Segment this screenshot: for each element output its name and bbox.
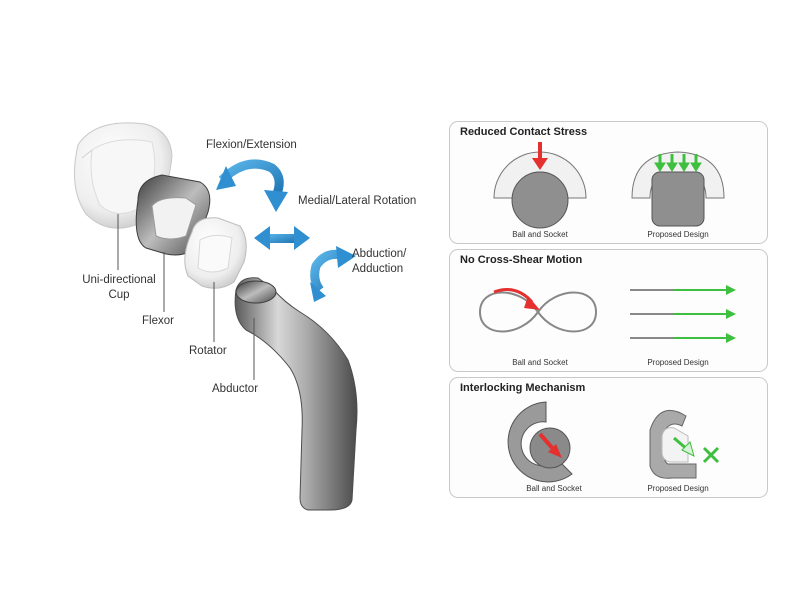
rotator-component [184,217,247,289]
abductor-label: Abductor [212,383,259,395]
cross-shear-diagrams [478,285,736,343]
flexion-arrow [216,159,288,212]
panel-1-left-caption: Ball and Socket [512,230,568,239]
panel-3-title: Interlocking Mechanism [460,382,586,394]
ball-socket-figure-eight [478,288,598,333]
panel-2-left-caption: Ball and Socket [512,358,568,367]
abduction-label-line2: Adduction [352,263,404,275]
ball-socket-dislocation-diagram [507,401,573,483]
panel-interlocking-mechanism: Interlocking Mechanism Ball and Socket P… [449,377,768,498]
panel-reduced-contact-stress: Reduced Contact Stress Ball and Socket P… [449,121,768,244]
abduction-label-line1: Abduction/ [352,248,407,260]
ball-socket-stress-diagram [493,142,587,229]
panel-1-right-caption: Proposed Design [647,230,709,239]
interlocking-diagrams [507,401,720,483]
cup-label-line2: Cup [108,289,130,301]
femoral-stem [234,277,358,511]
contact-stress-diagrams [493,142,725,229]
leader-lines [117,214,255,380]
panel-no-cross-shear-motion: No Cross-Shear Motion Ball and Socket Pr… [449,249,768,372]
proposed-locked-diagram [649,409,720,479]
panel-2-right-caption: Proposed Design [647,358,709,367]
flexion-extension-label: Flexion/Extension [206,139,297,151]
proposed-stress-diagram [631,151,725,227]
flexor-label: Flexor [142,315,174,327]
medial-lateral-rotation-label: Medial/Lateral Rotation [298,195,417,207]
panel-2-title: No Cross-Shear Motion [460,254,583,266]
panel-3-right-caption: Proposed Design [647,484,709,493]
proposed-parallel-arrows [630,285,736,343]
rotator-label: Rotator [189,345,227,357]
panel-1-title: Reduced Contact Stress [460,126,588,138]
implant-illustration [73,122,358,511]
panel-3-left-caption: Ball and Socket [526,484,582,493]
rotation-arrow [254,226,310,250]
abduction-arrow [310,246,356,302]
cup-label-line1: Uni-directional [82,274,156,286]
